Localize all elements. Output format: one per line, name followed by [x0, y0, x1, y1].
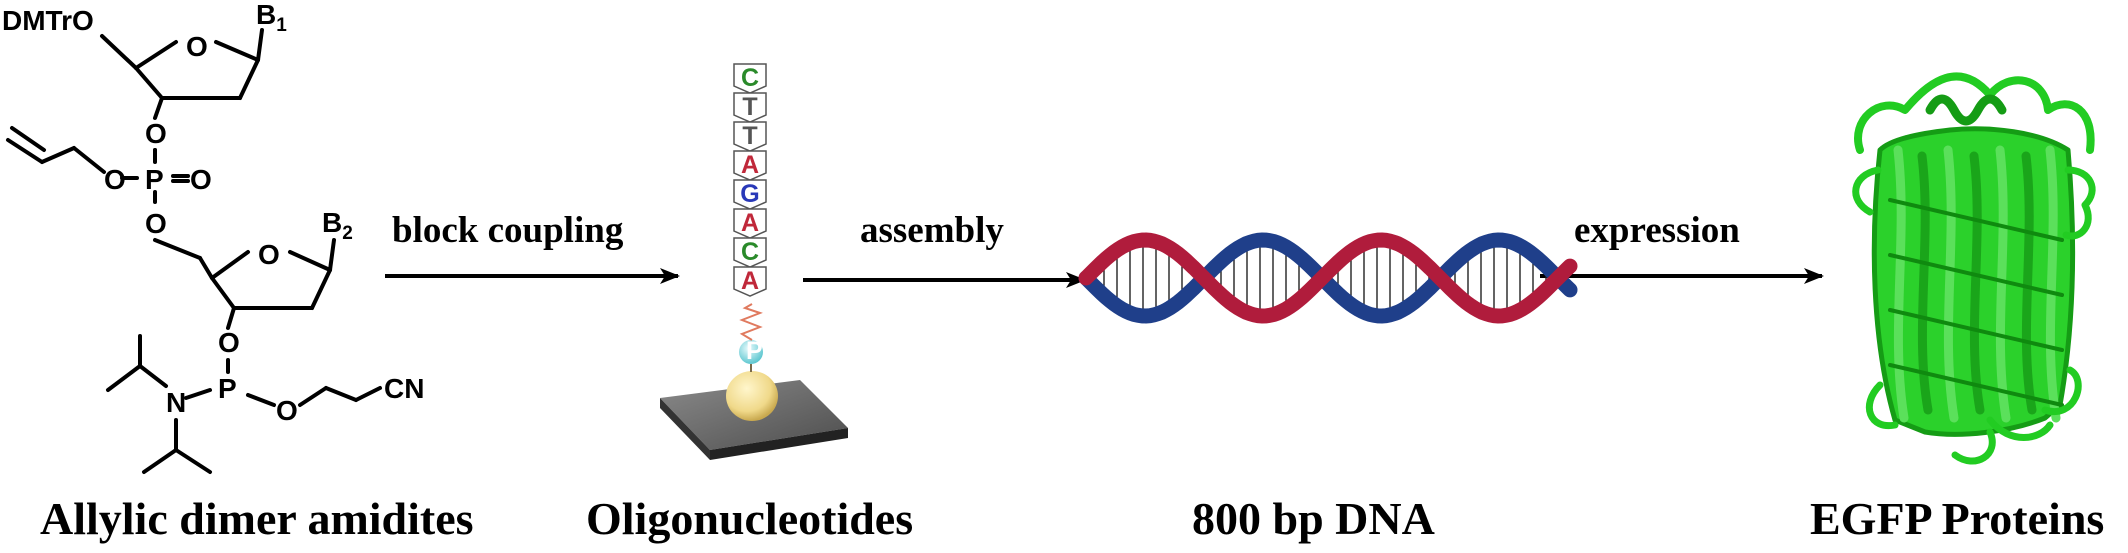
phosphate-sphere-label: P [746, 337, 763, 365]
oligo-block [733, 63, 767, 94]
oligo-block [733, 237, 767, 268]
oligo-base-label: C [741, 64, 759, 92]
base-1-label: B1 [256, 0, 287, 36]
oligo-base-label: T [742, 93, 757, 121]
cyanoethyl-oxygen: O [276, 395, 298, 426]
dimer-amidite-structure [6, 28, 382, 474]
bottom-sugar-ring [198, 238, 336, 330]
phosphotriester-linkage [6, 126, 202, 260]
top-sugar-ring [100, 28, 264, 120]
oxygen-3prime-top: O [145, 118, 167, 149]
ring-oxygen-bottom: O [258, 239, 280, 270]
beta-strand [1969, 151, 1985, 415]
linker-zigzag [739, 303, 763, 341]
oligo-block [733, 92, 767, 123]
step-label-block-coupling: block coupling [392, 210, 624, 251]
strand-crossing [1888, 308, 2064, 352]
oligo-block [733, 121, 767, 152]
phosphoramidite-group [106, 334, 382, 474]
egfp-protein-illustration [1852, 72, 2096, 465]
nitrile-label: CN [384, 373, 424, 404]
oligo-block [733, 266, 767, 297]
phosphorus-top: P [145, 164, 164, 195]
oligo-base-label: C [741, 238, 759, 266]
right-loop [2062, 166, 2096, 240]
beta-strand [2021, 151, 2037, 415]
oligo-base-label: G [740, 180, 759, 208]
beta-strand [1943, 145, 1959, 423]
phosphoryl-oxygen: O [190, 164, 212, 195]
dmtro-label: DMTrO [2, 5, 94, 36]
caption-allylic-dimer-amidites: Allylic dimer amidites [40, 493, 474, 544]
caption-egfp-proteins: EGFP Proteins [1810, 493, 2105, 544]
barrel-strands [1888, 145, 2064, 423]
oligo-base-label: A [741, 151, 759, 179]
strand-crossing [1888, 363, 2064, 407]
dna-strand-red [1078, 232, 1578, 324]
oligo-base-label: A [741, 209, 759, 237]
dna-double-helix [1078, 232, 1578, 324]
top-helix [1925, 94, 2007, 126]
left-loop [1852, 166, 1882, 216]
nitrogen-label: N [166, 387, 186, 418]
caption-oligonucleotides: Oligonucleotides [586, 493, 914, 544]
oxygen-5prime-bottom: O [145, 208, 167, 239]
allyl-oxygen: O [104, 164, 126, 195]
oxygen-3prime-bottom: O [218, 327, 240, 358]
ring-oxygen-top: O [186, 31, 208, 62]
oligo-block [733, 179, 767, 210]
bottom-loops [1865, 366, 2082, 465]
oligo-base-label: T [742, 122, 757, 150]
structure-atom-labels: DMTrO O B1 O P O O O O B2 O P N O CN [2, 0, 424, 426]
base-2-label: B2 [322, 207, 353, 244]
beta-strand [1995, 145, 2011, 423]
oligo-block [733, 208, 767, 239]
beta-strand [2045, 145, 2061, 423]
beta-strand [1893, 145, 1909, 423]
strand-crossing [1888, 253, 2064, 297]
solid-support-bead [726, 371, 778, 421]
oligo-base-label: A [741, 267, 759, 295]
phosphate-sphere [739, 340, 763, 364]
phosphorus-bottom: P [218, 373, 237, 404]
caption-800-bp-dna: 800 bp DNA [1192, 493, 1435, 544]
dna-strand-blue [1078, 232, 1578, 324]
step-label-assembly: assembly [860, 210, 1004, 251]
beta-strand [1917, 151, 1933, 415]
oligo-block [733, 150, 767, 181]
strand-crossing [1888, 198, 2064, 242]
step-label-expression: expression [1574, 210, 1740, 251]
